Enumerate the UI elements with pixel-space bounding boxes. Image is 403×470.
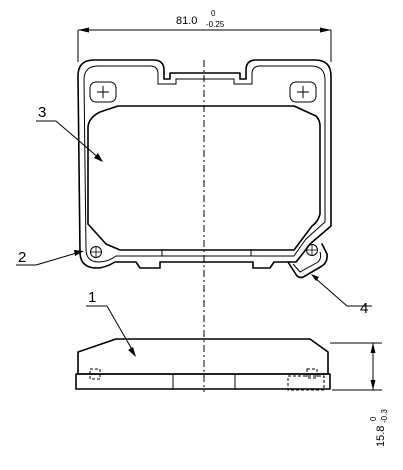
- callout-2: 2: [16, 249, 84, 266]
- width-lower-tol: -0.25: [206, 20, 225, 29]
- callout-3: 3: [36, 104, 103, 162]
- callout-1: 1: [86, 289, 136, 357]
- svg-text:1: 1: [88, 289, 96, 306]
- svg-text:3: 3: [38, 104, 46, 121]
- svg-text:2: 2: [18, 249, 26, 266]
- thickness-dimension: 15.8 0 -0.3: [330, 342, 389, 447]
- friction-layer-side: [77, 338, 329, 375]
- width-nominal: 81.0: [176, 15, 197, 27]
- callout-4: 4: [311, 274, 372, 317]
- friction-material-front: [87, 105, 321, 251]
- backing-plate-side: [75, 373, 331, 390]
- thickness-nominal: 15.8: [375, 426, 387, 447]
- wear-indicator-clip: [287, 243, 328, 279]
- mounting-hole-left: [89, 81, 117, 103]
- width-upper-tol: 0: [211, 9, 216, 18]
- svg-text:4: 4: [360, 300, 368, 317]
- side-view: [75, 338, 331, 391]
- thickness-lower-tol: -0.3: [380, 409, 389, 423]
- mounting-hole-right: [289, 81, 317, 103]
- width-dimension: 81.0 0 -0.25: [77, 9, 332, 62]
- backing-plate-front-view: [77, 59, 332, 269]
- thickness-upper-tol: 0: [369, 416, 378, 421]
